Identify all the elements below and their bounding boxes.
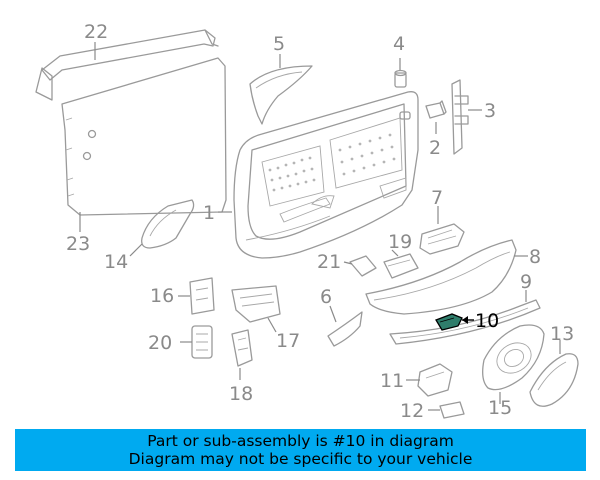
- callout-19: 19: [388, 231, 412, 253]
- callout-20: 20: [148, 332, 172, 354]
- callout-16: 16: [150, 285, 174, 307]
- banner-line-2: Diagram may not be specific to your vehi…: [128, 450, 473, 468]
- part-3-bracket: [451, 79, 469, 155]
- part-13-speaker-cover: [529, 353, 579, 407]
- part-17-switch-module: [231, 285, 281, 323]
- leader-10-arrowhead: [462, 316, 468, 324]
- callout-5: 5: [273, 33, 285, 55]
- part-18-lamp: [231, 329, 253, 367]
- part-14-handle-cover: [141, 199, 195, 249]
- callout-7: 7: [431, 187, 443, 209]
- callout-22: 22: [84, 21, 108, 43]
- part-4-clip: [394, 69, 407, 88]
- leader-17: [267, 317, 277, 333]
- part-22-window-trim: [35, 29, 219, 101]
- callout-9: 9: [520, 271, 532, 293]
- leader-6: [329, 305, 337, 323]
- part-11-bracket: [417, 363, 453, 397]
- callout-18: 18: [229, 383, 253, 405]
- banner-line-1: Part or sub-assembly is #10 in diagram: [147, 432, 454, 450]
- part-19-switch: [383, 253, 419, 279]
- part-10-highlighted: [435, 313, 463, 331]
- callout-14: 14: [104, 251, 128, 273]
- part-9-lower-strip: [389, 299, 541, 345]
- leader-14: [129, 243, 143, 257]
- part-2-block: [425, 100, 447, 119]
- part-7-grille: [419, 223, 465, 255]
- callout-1: 1: [203, 202, 215, 224]
- callout-17: 17: [276, 330, 300, 352]
- part-20-connector: [191, 325, 213, 359]
- callout-21: 21: [317, 251, 341, 273]
- callout-23: 23: [66, 233, 90, 255]
- info-banner: Part or sub-assembly is #10 in diagram D…: [15, 429, 586, 471]
- parts-diagram: 22 23 5 4 2 3: [35, 21, 579, 422]
- callout-11: 11: [380, 370, 404, 392]
- callout-8: 8: [529, 246, 541, 268]
- callout-2: 2: [429, 137, 441, 159]
- part-8-armrest: [365, 239, 517, 315]
- callout-12: 12: [400, 400, 424, 422]
- part-1-perforation: [268, 133, 396, 192]
- leader-19: [391, 249, 399, 257]
- callout-10: 10: [475, 310, 499, 332]
- part-6-small-trim: [327, 311, 363, 347]
- part-5-trim-cover: [249, 65, 313, 125]
- callout-15: 15: [488, 397, 512, 419]
- callout-3: 3: [484, 100, 496, 122]
- callout-4: 4: [393, 33, 405, 55]
- leader-21: [343, 261, 353, 265]
- part-15-speaker-grille: [482, 324, 545, 391]
- callout-13: 13: [550, 323, 574, 345]
- part-21-bezel: [349, 255, 377, 277]
- part-12-small-switch: [439, 401, 465, 419]
- part-23-door-sheet: [61, 57, 227, 216]
- part-1-door-trim-panel: [233, 91, 419, 259]
- callout-6: 6: [320, 286, 332, 308]
- part-16-bracket: [189, 277, 215, 315]
